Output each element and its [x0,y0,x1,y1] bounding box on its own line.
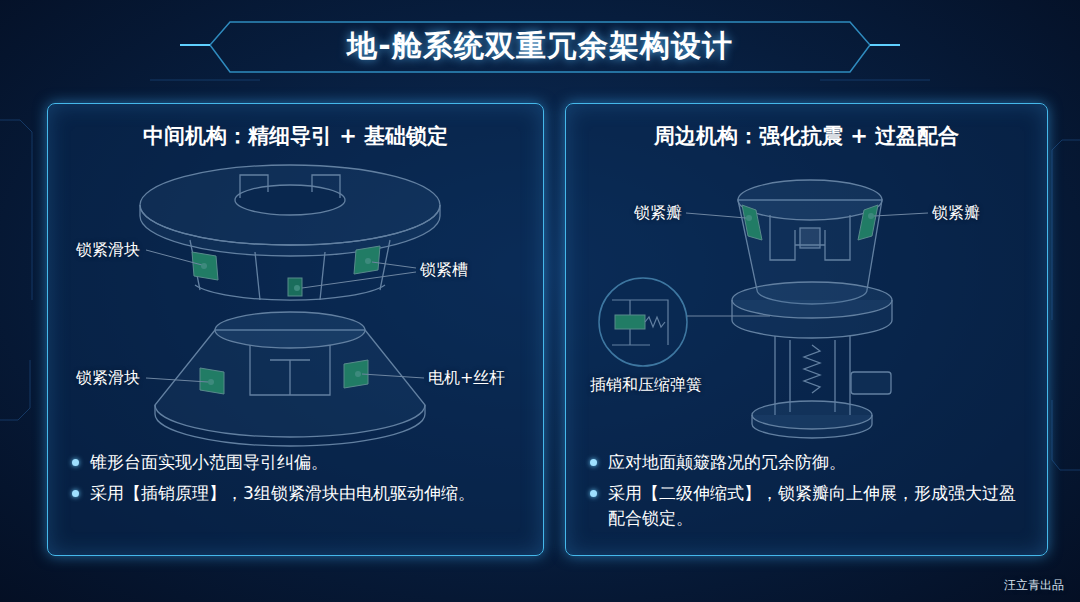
circuit-line [0,360,30,420]
part-label: 锁紧瓣 [932,203,980,224]
bullet-dot [72,459,79,466]
panel-heading: 中间机构：精细导引 + 基础锁定 [58,122,533,150]
title-outline [210,22,870,72]
circuit-line [0,120,32,300]
part-label: 插销和压缩弹簧 [590,375,702,396]
panel-box: 中间机构：精细导引 + 基础锁定锥形台面实现小范围导引纠偏。采用【插销原理】，3… [47,103,544,556]
diagram-title: 地-舱系统双重冗余架构设计 [240,26,840,67]
part-label: 电机+丝杆 [428,368,505,389]
circuit-line [1052,400,1080,470]
bullet-text: 应对地面颠簸路况的冗余防御。 [608,452,846,472]
title-glow [300,71,780,74]
bullet-dot [590,490,597,497]
part-label: 锁紧滑块 [76,368,140,389]
circuit-line [1052,140,1080,320]
bullet-dot [72,490,79,497]
bullet-item: 锥形台面实现小范围导引纠偏。 [72,450,525,475]
bullet-text: 锥形台面实现小范围导引纠偏。 [90,452,328,472]
panel-heading: 周边机构：强化抗震 + 过盈配合 [576,122,1037,150]
circuit-line [820,80,930,81]
part-label: 锁紧瓣 [634,203,682,224]
title-frame [180,22,900,72]
part-label: 锁紧槽 [420,260,468,281]
bullet-dot [590,459,597,466]
circuit-line [150,80,260,81]
watermark: 汪立青出品 [1004,577,1064,594]
bullet-text: 采用【二级伸缩式】，锁紧瓣向上伸展，形成强大过盈配合锁定。 [608,483,1016,528]
bullet-list: 锥形台面实现小范围导引纠偏。采用【插销原理】，3组锁紧滑块由电机驱动伸缩。 [72,450,525,512]
panel-box: 周边机构：强化抗震 + 过盈配合应对地面颠簸路况的冗余防御。采用【二级伸缩式】，… [565,103,1048,556]
bullet-text: 采用【插销原理】，3组锁紧滑块由电机驱动伸缩。 [90,483,475,503]
bullet-item: 采用【插销原理】，3组锁紧滑块由电机驱动伸缩。 [72,481,525,506]
part-label: 锁紧滑块 [76,240,140,261]
bullet-item: 采用【二级伸缩式】，锁紧瓣向上伸展，形成强大过盈配合锁定。 [590,481,1029,531]
bullet-list: 应对地面颠簸路况的冗余防御。采用【二级伸缩式】，锁紧瓣向上伸展，形成强大过盈配合… [590,450,1029,537]
bullet-item: 应对地面颠簸路况的冗余防御。 [590,450,1029,475]
